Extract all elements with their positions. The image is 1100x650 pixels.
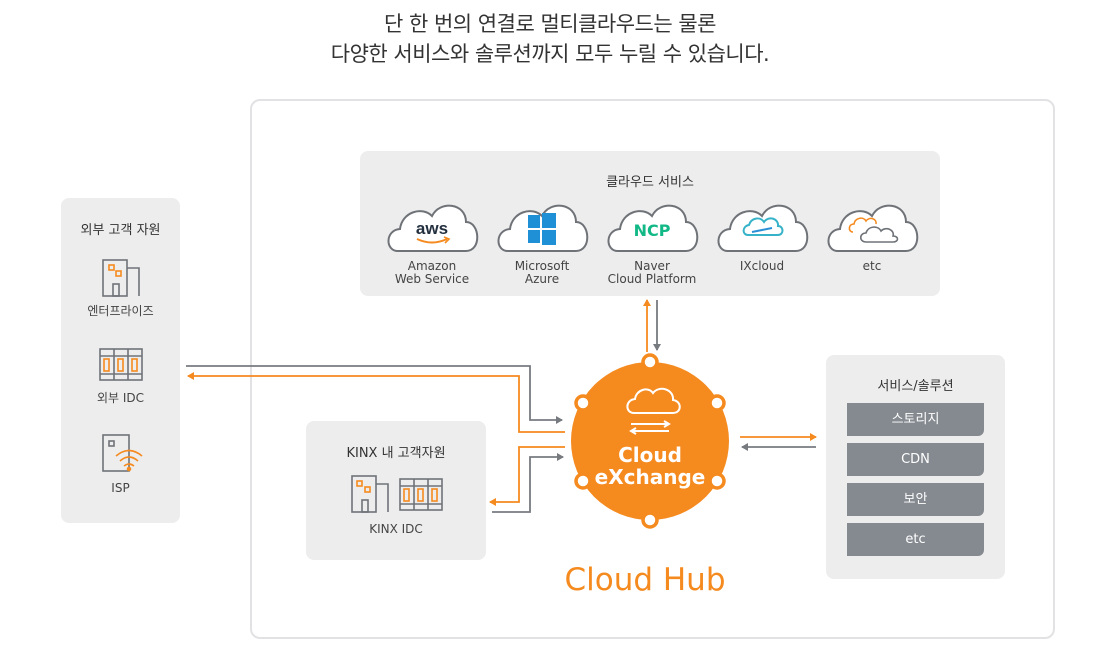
arrow-from-kinx [492, 453, 564, 513]
services-solutions-title: 서비스/솔루션 [877, 379, 954, 394]
provider-label-ncp-line2: Cloud Platform [607, 272, 697, 286]
service-item-etc[interactable]: etc [847, 523, 984, 556]
provider-label-aws-line2: Web Service [394, 272, 470, 286]
provider-label-ixcloud-line1: IXcloud [739, 259, 785, 273]
svg-text:aws: aws [416, 219, 448, 238]
kinx-idc-label: KINX IDC [369, 522, 423, 536]
isp-wifi-building-icon [102, 434, 143, 472]
provider-label-aws-line1: Amazon [407, 259, 457, 273]
kinx-resources-panel: KINX 내 고객자원 [306, 421, 486, 560]
provider-label-aws: Amazon Web Service [382, 260, 482, 286]
kinx-idc-server-icon [399, 478, 443, 511]
headline-line2: 다양한 서비스와 솔루션까지 모두 누릴 수 있습니다. [330, 42, 770, 66]
provider-label-ncp-line1: Naver [634, 259, 670, 273]
cloud-services-title: 클라우드 서비스 [606, 175, 694, 190]
provider-label-azure-line1: Microsoft [514, 259, 570, 273]
windows-logo-icon [528, 213, 556, 245]
cloud-hub-frame [250, 99, 1055, 639]
kinx-building-icon [351, 475, 389, 513]
kinx-resources-title: KINX 내 고객자원 [346, 446, 446, 461]
ixcloud-cloud-icon [717, 204, 809, 252]
service-item-cdn[interactable]: CDN [847, 443, 984, 476]
external-item-idc: 외부 IDC [96, 391, 145, 405]
provider-label-azure: Microsoft Azure [492, 260, 592, 286]
external-item-isp: ISP [111, 481, 130, 495]
exchange-cloud-icon [626, 387, 681, 435]
provider-label-ncp: Naver Cloud Platform [597, 260, 707, 286]
cloud-exchange-node [571, 353, 729, 529]
arrow-to-kinx [489, 446, 565, 506]
connection-lines [186, 299, 817, 513]
enterprise-building-icon [102, 259, 140, 297]
ncp-cloud-icon: NCP [607, 204, 699, 252]
provider-label-azure-line2: Azure [524, 272, 560, 286]
azure-cloud-icon [497, 204, 589, 252]
external-item-enterprise: 엔터프라이즈 [87, 304, 154, 318]
provider-label-etc: etc [822, 260, 922, 273]
etc-cloud-icon [827, 204, 919, 252]
arrow-from-external [186, 365, 563, 424]
exchange-label-line2: eXchange [594, 465, 706, 489]
external-idc-server-icon [99, 348, 143, 381]
external-resources-panel: 외부 고객 자원 [61, 198, 180, 523]
arrow-to-external [187, 372, 565, 433]
ncp-logo-text: NCP [634, 221, 671, 240]
service-item-storage[interactable]: 스토리지 [847, 403, 984, 436]
exchange-label-line1: Cloud [618, 443, 682, 467]
service-item-security[interactable]: 보안 [847, 483, 984, 516]
external-resources-title: 외부 고객 자원 [80, 223, 161, 238]
provider-label-ixcloud: IXcloud [712, 260, 812, 273]
cloud-hub-label: Cloud Hub [564, 562, 726, 598]
headline-line1: 단 한 번의 연결로 멀티클라우드는 물론 [384, 12, 717, 36]
provider-label-etc-line1: etc [862, 259, 882, 273]
aws-cloud-icon: aws [387, 204, 479, 252]
